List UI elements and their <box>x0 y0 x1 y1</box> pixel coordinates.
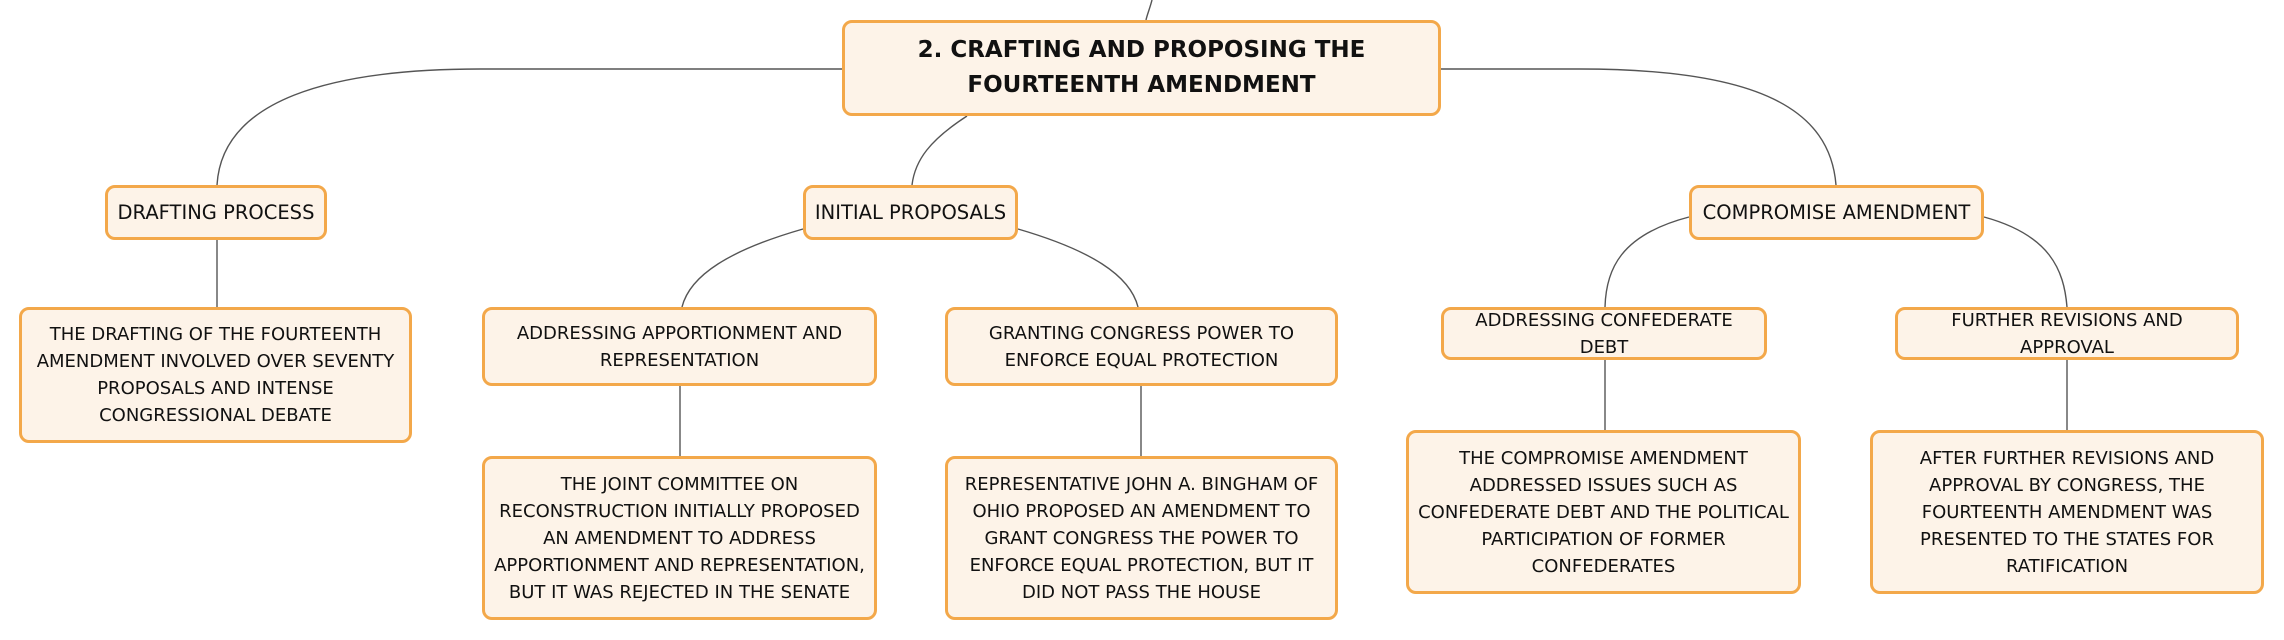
subtopic-node-further-revisions[interactable]: FURTHER REVISIONS AND APPROVAL <box>1895 307 2239 360</box>
detail-node-label: THE JOINT COMMITTEE ON RECONSTRUCTION IN… <box>494 473 865 603</box>
connector-root-to-drafting-process <box>216 68 842 186</box>
detail-node-label: THE DRAFTING OF THE FOURTEENTH AMENDMENT… <box>36 324 395 426</box>
root-node[interactable]: 2. CRAFTING AND PROPOSING THE FOURTEENTH… <box>842 20 1441 116</box>
subtopic-node-apportionment[interactable]: ADDRESSING APPORTIONMENT AND REPRESENTAT… <box>482 307 877 386</box>
detail-node-confederate-debt[interactable]: THE COMPROMISE AMENDMENT ADDRESSED ISSUE… <box>1406 430 1801 594</box>
connector-initial-to-apportionment <box>681 228 804 308</box>
connector-initial-to-equal-protection <box>1017 228 1139 308</box>
connector-root-to-compromise-amendment <box>1441 68 1837 186</box>
detail-node-apportionment[interactable]: THE JOINT COMMITTEE ON RECONSTRUCTION IN… <box>482 456 877 620</box>
connector-root-to-initial-proposals <box>911 115 968 186</box>
subtopic-node-confederate-debt[interactable]: ADDRESSING CONFEDERATE DEBT <box>1441 307 1767 360</box>
connector-compromise-to-confederate-debt <box>1604 216 1690 308</box>
detail-node-drafting-process[interactable]: THE DRAFTING OF THE FOURTEENTH AMENDMENT… <box>19 307 412 443</box>
branch-node-initial-proposals[interactable]: INITIAL PROPOSALS <box>803 185 1018 240</box>
connector-parent-stub <box>1145 0 1153 21</box>
root-node-label: 2. CRAFTING AND PROPOSING THE FOURTEENTH… <box>917 37 1366 98</box>
detail-node-further-revisions[interactable]: AFTER FURTHER REVISIONS AND APPROVAL BY … <box>1870 430 2264 594</box>
subtopic-node-label: FURTHER REVISIONS AND APPROVAL <box>1951 309 2183 358</box>
detail-node-equal-protection[interactable]: REPRESENTATIVE JOHN A. BINGHAM OF OHIO P… <box>945 456 1338 620</box>
branch-node-label: DRAFTING PROCESS <box>117 201 315 224</box>
detail-node-label: AFTER FURTHER REVISIONS AND APPROVAL BY … <box>1919 447 2215 577</box>
branch-node-compromise-amendment[interactable]: COMPROMISE AMENDMENT <box>1689 185 1984 240</box>
connector-compromise-to-further-revisions <box>1983 216 2068 308</box>
subtopic-node-label: GRANTING CONGRESS POWER TO ENFORCE EQUAL… <box>988 322 1295 371</box>
branch-node-drafting-process[interactable]: DRAFTING PROCESS <box>105 185 327 240</box>
detail-node-label: REPRESENTATIVE JOHN A. BINGHAM OF OHIO P… <box>964 473 1319 603</box>
subtopic-node-label: ADDRESSING APPORTIONMENT AND REPRESENTAT… <box>516 322 843 371</box>
subtopic-node-label: ADDRESSING CONFEDERATE DEBT <box>1475 309 1733 358</box>
branch-node-label: INITIAL PROPOSALS <box>814 201 1007 224</box>
detail-node-label: THE COMPROMISE AMENDMENT ADDRESSED ISSUE… <box>1418 447 1789 577</box>
subtopic-node-equal-protection[interactable]: GRANTING CONGRESS POWER TO ENFORCE EQUAL… <box>945 307 1338 386</box>
branch-node-label: COMPROMISE AMENDMENT <box>1702 201 1971 224</box>
